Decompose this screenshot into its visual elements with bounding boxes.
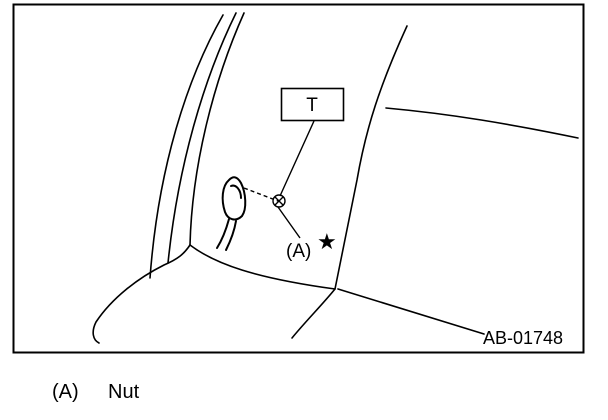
seat-back-panel	[189, 25, 408, 290]
figure-id-label: AB-01748	[483, 328, 563, 348]
torque-leader	[279, 120, 315, 197]
nut-part	[272, 194, 286, 208]
seat-cushion-fold	[291, 288, 336, 339]
torque-box	[280, 87, 345, 122]
legend-text: Nut	[108, 381, 140, 403]
callout-leader	[277, 206, 301, 239]
figure-frame	[12, 3, 585, 354]
star-icon: ★	[317, 229, 337, 254]
alignment-dashed-line	[243, 187, 279, 202]
seat-back-outer-line	[149, 14, 224, 279]
torque-box-label: T	[306, 95, 318, 116]
seat-cushion-curve	[92, 244, 191, 344]
seat-right-edge	[385, 107, 579, 139]
seat-back-middle-line	[167, 12, 237, 264]
figure-id-leader	[337, 288, 485, 335]
legend: (A) Nut	[52, 380, 139, 404]
harness-connector	[216, 176, 247, 251]
seat-back-inner-line	[189, 12, 245, 246]
legend-key: (A)	[52, 381, 79, 403]
callout-label: (A)	[286, 241, 311, 262]
